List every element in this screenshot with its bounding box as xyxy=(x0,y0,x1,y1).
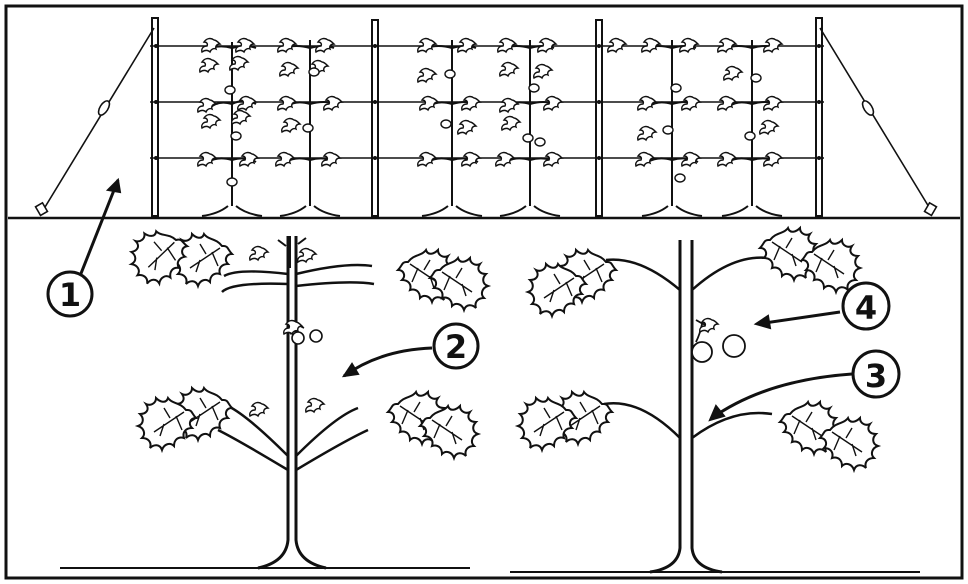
callout-1-label: 1 xyxy=(59,276,81,314)
callout-3-label: 3 xyxy=(865,357,887,395)
callout-2-label: 2 xyxy=(445,328,467,366)
callout-4-label: 4 xyxy=(855,289,877,327)
